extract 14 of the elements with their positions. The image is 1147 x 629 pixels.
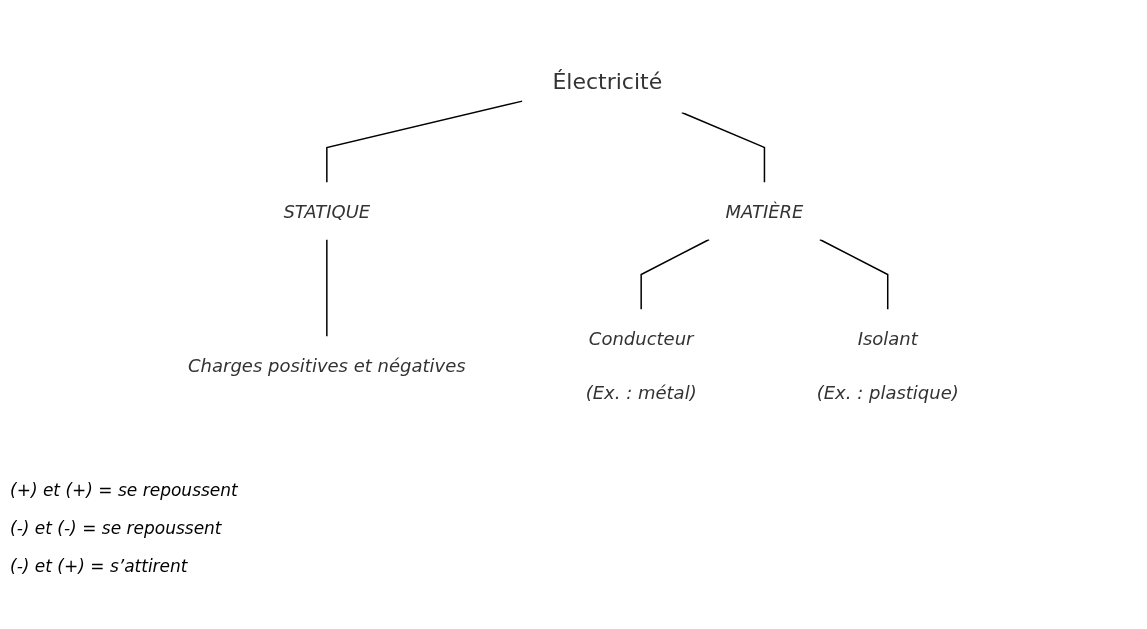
node-text: Charges positives et négatives xyxy=(188,354,466,376)
rule-text: (-) et (-) = se repoussent xyxy=(10,518,222,538)
node-text: MATIÈRE xyxy=(725,200,804,222)
connector xyxy=(326,238,328,338)
connector xyxy=(640,238,710,311)
connector xyxy=(819,238,889,311)
connector xyxy=(681,111,766,184)
rule-text: (-) et (+) = s’attirent xyxy=(10,556,188,576)
connector xyxy=(326,100,524,184)
rule-text: (+) et (+) = se repoussent xyxy=(10,480,238,500)
node-text: Électricité xyxy=(552,68,663,94)
node-text: STATIQUE xyxy=(283,200,371,222)
node-text: Conducteur (Ex. : métal) xyxy=(585,327,697,403)
node-text: Isolant (Ex. : plastique) xyxy=(816,327,959,403)
